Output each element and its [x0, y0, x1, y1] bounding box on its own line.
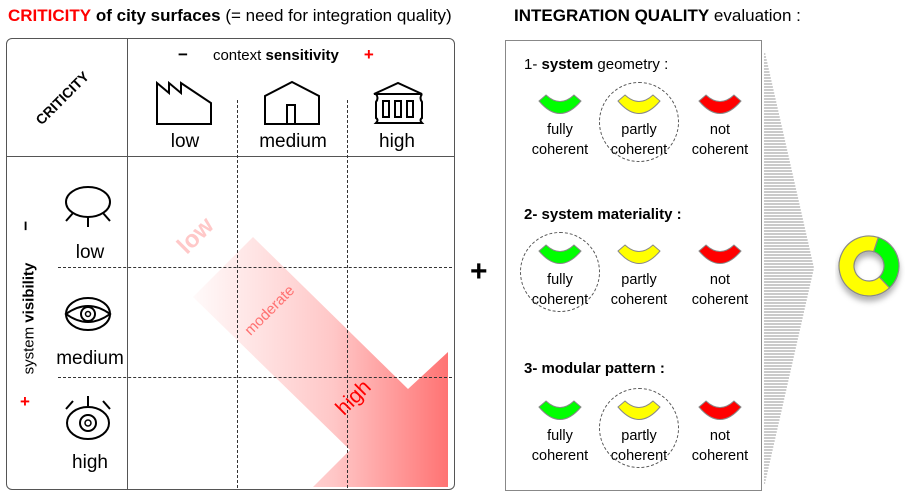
section-bold: system — [541, 56, 594, 73]
selected-option-circle — [599, 388, 679, 468]
selected-option-circle — [520, 232, 600, 312]
grid-dash-vertical-1 — [237, 100, 238, 488]
grid-dash-horizontal-2 — [58, 377, 452, 378]
section-rest: geometry : — [597, 56, 669, 73]
context-minus: − — [178, 45, 188, 64]
grid-dash-vertical-2 — [347, 100, 348, 488]
criticity-matrix — [6, 38, 455, 490]
option-line2: coherent — [531, 448, 589, 464]
option-line1: fully — [547, 428, 573, 444]
column-label-high: high — [379, 131, 415, 152]
section-materiality-title: 2- system materiality : — [524, 206, 682, 223]
visibility-prefix: system — [20, 326, 38, 375]
context-bold: sensitivity — [265, 47, 339, 64]
combine-plus: + — [470, 255, 488, 288]
criticity-title-highlight: CRITICITY — [8, 6, 92, 25]
option-line1: not — [709, 272, 731, 288]
system-visibility-axis: system visibility — [21, 254, 38, 384]
integration-quality-title-rest: evaluation : — [713, 6, 801, 25]
visibility-bold: visibility — [20, 262, 38, 323]
eye-icon — [64, 297, 112, 331]
context-sensitivity-axis: − context sensitivity + — [178, 45, 374, 65]
coherence-option-label: partly coherent — [594, 270, 684, 310]
integration-quality-title: INTEGRATION QUALITY evaluation : — [514, 6, 801, 26]
option-line2: coherent — [691, 142, 749, 158]
integration-quality-box — [505, 40, 762, 491]
coherence-arc-icon — [698, 94, 742, 114]
result-donut — [838, 235, 900, 297]
section-bold: modular pattern : — [541, 360, 665, 377]
open-eye-icon — [65, 396, 111, 440]
coherence-option-label: not coherent — [675, 426, 765, 466]
option-line1: not — [709, 428, 731, 444]
context-plus: + — [363, 45, 374, 64]
coherence-option-label: not coherent — [675, 270, 765, 310]
matrix-header-divider-vertical — [127, 38, 128, 490]
temple-icon — [373, 81, 425, 124]
context-prefix: context — [212, 47, 262, 64]
option-line2: coherent — [531, 142, 589, 158]
coherence-option-label: fully coherent — [515, 120, 605, 160]
coherence-arc-icon — [617, 244, 661, 264]
coherence-arc-icon — [698, 244, 742, 264]
section-bold: system materiality : — [541, 206, 682, 223]
coherence-arc-icon — [538, 94, 582, 114]
option-line2: coherent — [610, 292, 668, 308]
row-label-medium: medium — [56, 348, 124, 369]
coherence-option-label: not coherent — [675, 120, 765, 160]
selected-option-circle — [599, 82, 679, 162]
grid-dash-horizontal-1 — [58, 267, 452, 268]
criticity-title-rest: (= need for integration quality) — [225, 6, 452, 25]
criticity-title-bold: of city surfaces — [95, 6, 221, 25]
row-label-low: low — [75, 242, 105, 263]
option-line1: not — [709, 122, 731, 138]
section-number: 3- — [524, 360, 538, 377]
option-line2: coherent — [691, 448, 749, 464]
criticity-arrow-shape — [193, 237, 448, 487]
house-icon — [264, 80, 320, 125]
section-number: 2- — [524, 206, 538, 223]
donut-segment — [838, 235, 891, 297]
option-line1: partly — [621, 272, 657, 288]
row-label-high: high — [72, 452, 108, 473]
section-geometry-title: 1- system geometry : — [524, 56, 668, 73]
option-line2: coherent — [691, 292, 749, 308]
matrix-header-divider-horizontal — [6, 156, 455, 157]
section-modular-title: 3- modular pattern : — [524, 360, 665, 377]
column-label-medium: medium — [259, 131, 327, 152]
column-label-low: low — [170, 131, 200, 152]
visibility-plus: + — [20, 392, 30, 411]
coherence-arc-icon — [538, 400, 582, 420]
funnel-arrow — [764, 53, 814, 484]
factory-icon — [156, 80, 212, 125]
criticity-arrow — [193, 237, 448, 487]
option-line1: fully — [547, 122, 573, 138]
coherence-arc-icon — [698, 400, 742, 420]
integration-quality-title-bold: INTEGRATION QUALITY — [514, 6, 710, 25]
closed-eye-icon — [65, 186, 111, 227]
criticity-title: CRITICITY of city surfaces (= need for i… — [8, 6, 452, 26]
visibility-minus: − — [15, 221, 35, 231]
section-number: 1- — [524, 56, 538, 73]
coherence-option-label: fully coherent — [515, 426, 605, 466]
